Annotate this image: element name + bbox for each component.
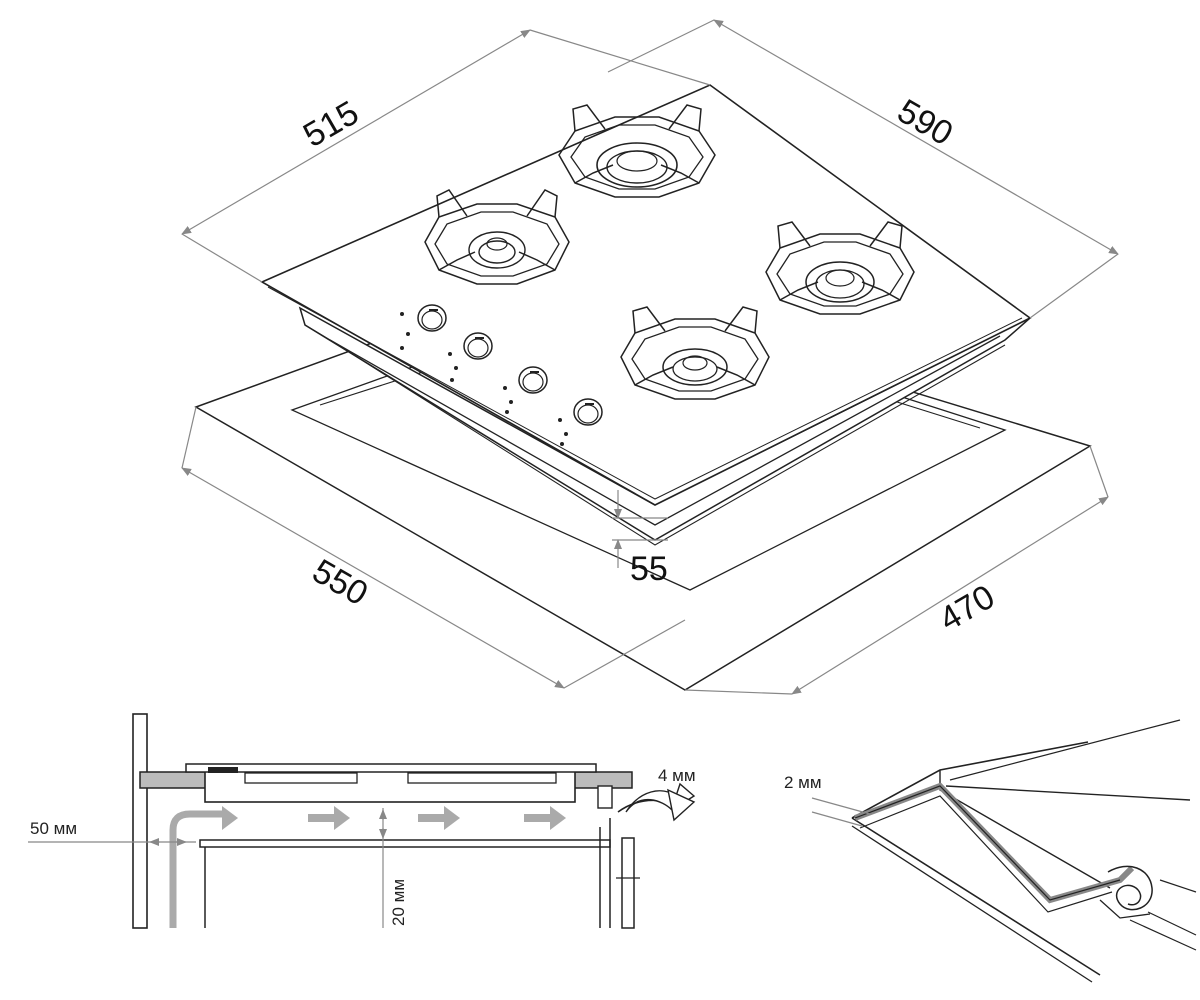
dimension-55: 55 xyxy=(612,490,668,588)
dim-590-label: 590 xyxy=(891,92,959,153)
knob-1 xyxy=(400,304,447,350)
dim-550-label: 550 xyxy=(306,552,374,613)
bottom-gap-label: 20 мм xyxy=(389,879,408,926)
burner-front-left xyxy=(620,306,770,400)
seal-thickness-label: 2 мм xyxy=(784,773,822,792)
vent-gap-label: 4 мм xyxy=(658,766,696,785)
knob-2 xyxy=(448,332,493,382)
airflow-arrow-2 xyxy=(418,806,460,830)
knob-4 xyxy=(558,398,603,446)
dim-515-label: 515 xyxy=(297,94,365,155)
side-clearance-label: 50 мм xyxy=(30,819,77,838)
airflow-arrow-1 xyxy=(308,806,350,830)
seal-detail: 2 мм xyxy=(784,719,1197,983)
control-knobs xyxy=(400,304,603,446)
installation-section: 50 мм 20 мм 4 мм xyxy=(28,713,696,929)
airflow-arrow-3 xyxy=(524,806,566,830)
knob-3 xyxy=(503,366,548,414)
dim-470-label: 470 xyxy=(933,578,1001,639)
dim-55-label: 55 xyxy=(630,550,668,588)
